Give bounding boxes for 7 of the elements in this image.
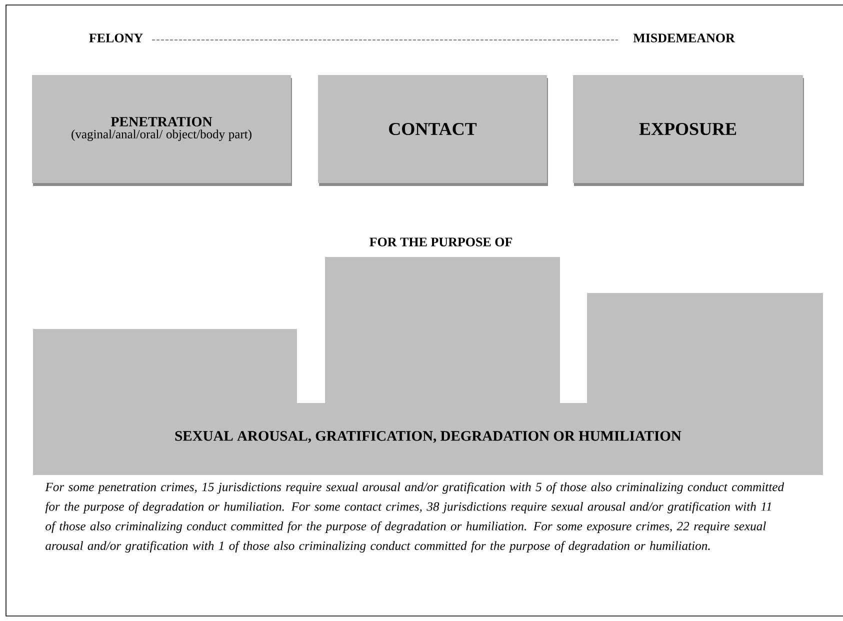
category-box: CONTACT [318, 75, 548, 186]
stepped-block: SEXUAL AROUSAL, GRATIFICATION, DEGRADATION OR HUMILIATION [33, 257, 824, 475]
category-box: PENETRATION (vaginal/anal/oral/ object/body part) [32, 75, 292, 186]
category-box: EXPOSURE [573, 75, 804, 186]
scale-label: FELONY [89, 34, 143, 42]
scale-label: MISDEMEANOR [633, 34, 736, 42]
caption: For some penetration crimes, 15 jurisdictions require sexual arousal and/or gratification with 5 of those also criminalizing conduct committed for the purpose of degradation or humiliation. For some contact crimes, 38 jurisdictions require sexual arousal and/or gratification with 11 of those also criminalizing conduct committed for the purpose of degradation or humiliation. For some exposure crimes, 22 require sexual arousal and/or gratification with 1 of those also criminalizing conduct committed for the purpose of degradation or humiliation. [45, 482, 784, 553]
